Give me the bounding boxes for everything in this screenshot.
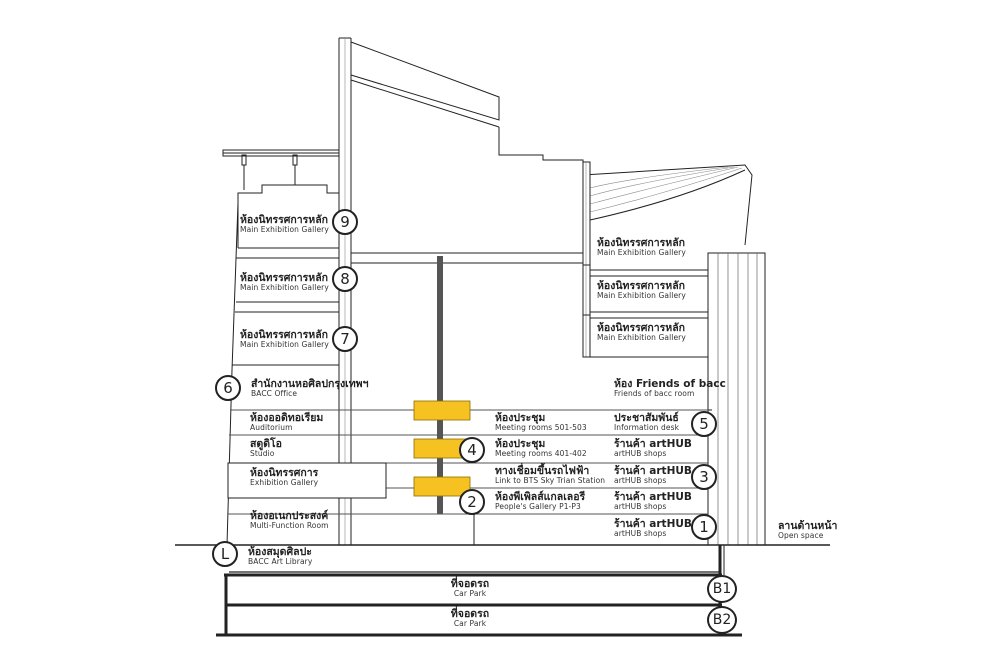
shops-4-en: artHUB shops bbox=[614, 449, 667, 459]
floor-6-en: BACC Office bbox=[251, 389, 298, 399]
multi-function-label: ห้องอเนกประสงค์ Multi-Function Room bbox=[250, 510, 329, 531]
meeting-401-th: ห้องประชุม bbox=[495, 438, 546, 450]
shops-3-th: ร้านค้า artHUB bbox=[614, 465, 692, 477]
shops-3-label: ร้านค้า artHUB artHUB shops bbox=[614, 465, 692, 486]
floor-8-en: Main Exhibition Gallery bbox=[240, 283, 329, 293]
meeting-501-en: Meeting rooms 501-503 bbox=[495, 423, 587, 433]
library-th: ห้องสมุดศิลปะ bbox=[248, 546, 312, 558]
right-gallery-9-en: Main Exhibition Gallery bbox=[597, 248, 686, 258]
ground-and-basement bbox=[175, 544, 830, 637]
friends-room-label: ห้อง Friends of bacc Friends of bacc roo… bbox=[614, 378, 726, 399]
meeting-501-th: ห้องประชุม bbox=[495, 412, 546, 424]
shops-2-label: ร้านค้า artHUB artHUB shops bbox=[614, 491, 692, 512]
floor-7-th: ห้องนิทรรศการหลัก bbox=[240, 329, 329, 341]
bridge-yellow-3 bbox=[413, 476, 471, 497]
shops-3-en: artHUB shops bbox=[614, 476, 667, 486]
shops-2-th: ร้านค้า artHUB bbox=[614, 491, 692, 503]
right-gallery-8-en: Main Exhibition Gallery bbox=[597, 291, 686, 301]
escalator-core bbox=[437, 256, 443, 514]
multi-function-en: Multi-Function Room bbox=[250, 521, 329, 531]
upper-volume bbox=[351, 127, 584, 264]
studio-en: Studio bbox=[250, 449, 275, 459]
floor-badge-4: 4 bbox=[459, 437, 485, 463]
right-gallery-9-label: ห้องนิทรรศการหลัก Main Exhibition Galler… bbox=[597, 237, 686, 258]
floor-badge-l: L bbox=[212, 541, 238, 567]
carpark-b1-en: Car Park bbox=[453, 589, 487, 599]
carpark-b2-en: Car Park bbox=[453, 619, 487, 629]
floor-badge-9: 9 bbox=[332, 209, 358, 235]
right-gallery-8-th: ห้องนิทรรศการหลัก bbox=[597, 280, 686, 292]
info-desk-th: ประชาสัมพันธ์ bbox=[614, 412, 679, 424]
floor-8-gallery-label: ห้องนิทรรศการหลัก Main Exhibition Galler… bbox=[240, 272, 329, 293]
carpark-b2-th: ที่จอดรถ bbox=[450, 608, 490, 620]
right-gallery-7-label: ห้องนิทรรศการหลัก Main Exhibition Galler… bbox=[597, 322, 686, 343]
bridge-yellow-1 bbox=[413, 400, 471, 421]
bts-link-en: Link to BTS Sky Trian Station bbox=[495, 476, 606, 486]
library-en: BACC Art Library bbox=[248, 557, 313, 567]
floor-badge-b2: B2 bbox=[707, 606, 737, 634]
shops-1-label: ร้านค้า artHUB artHUB shops bbox=[614, 518, 692, 539]
open-space-en: Open space bbox=[778, 531, 824, 541]
shops-4-label: ร้านค้า artHUB artHUB shops bbox=[614, 438, 692, 459]
library-label: ห้องสมุดศิลปะ BACC Art Library bbox=[248, 546, 312, 567]
floor-7-en: Main Exhibition Gallery bbox=[240, 340, 329, 350]
studio-label: สตูดิโอ Studio bbox=[250, 438, 282, 459]
exhibition-th: ห้องนิทรรศการ bbox=[250, 467, 319, 479]
friends-room-th: ห้อง Friends of bacc bbox=[614, 378, 726, 390]
open-space-th: ลานด้านหน้า bbox=[778, 520, 838, 532]
floor-badge-6: 6 bbox=[215, 375, 241, 401]
auditorium-label: ห้องออดิทอเรียม Auditorium bbox=[250, 412, 323, 433]
shops-1-th: ร้านค้า artHUB bbox=[614, 518, 692, 530]
meeting-501-label: ห้องประชุม Meeting rooms 501-503 bbox=[495, 412, 587, 433]
floor-badge-b1: B1 bbox=[707, 575, 737, 603]
floor-badge-1: 1 bbox=[691, 514, 717, 540]
peoples-gallery-th: ห้องพีเพิลส์แกลเลอรี bbox=[495, 491, 586, 503]
floor-badge-5: 5 bbox=[691, 411, 717, 437]
carpark-b1-th: ที่จอดรถ bbox=[450, 578, 490, 590]
floor-6-th: สำนักงานหอศิลปกรุงเทพฯ bbox=[251, 378, 369, 390]
shops-2-en: artHUB shops bbox=[614, 502, 667, 512]
friends-room-en: Friends of bacc room bbox=[614, 389, 695, 399]
meeting-401-en: Meeting rooms 401-402 bbox=[495, 449, 587, 459]
studio-th: สตูดิโอ bbox=[250, 438, 282, 450]
auditorium-th: ห้องออดิทอเรียม bbox=[250, 412, 324, 424]
floor-badge-8: 8 bbox=[332, 266, 358, 292]
floor-9-th: ห้องนิทรรศการหลัก bbox=[240, 214, 329, 226]
right-facade bbox=[707, 252, 766, 546]
bts-link-label: ทางเชื่อมขึ้นรถไฟฟ้า Link to BTS Sky Tri… bbox=[495, 465, 605, 486]
shops-4-th: ร้านค้า artHUB bbox=[614, 438, 692, 450]
info-desk-label: ประชาสัมพันธ์ Information desk bbox=[614, 412, 679, 433]
auditorium-en: Auditorium bbox=[250, 423, 293, 433]
right-curved-roof bbox=[582, 161, 753, 358]
floor-8-th: ห้องนิทรรศการหลัก bbox=[240, 272, 329, 284]
open-space-label: ลานด้านหน้า Open space bbox=[778, 520, 837, 541]
peoples-gallery-en: People's Gallery P1-P3 bbox=[495, 502, 581, 512]
peoples-gallery-label: ห้องพีเพิลส์แกลเลอรี People's Gallery P1… bbox=[495, 491, 585, 512]
right-gallery-9-th: ห้องนิทรรศการหลัก bbox=[597, 237, 686, 249]
right-gallery-8-label: ห้องนิทรรศการหลัก Main Exhibition Galler… bbox=[597, 280, 686, 301]
carpark-b1-label: ที่จอดรถ Car Park bbox=[450, 578, 490, 599]
exhibition-en: Exhibition Gallery bbox=[250, 478, 319, 488]
carpark-b2-label: ที่จอดรถ Car Park bbox=[450, 608, 490, 629]
floor-badge-7: 7 bbox=[332, 326, 358, 352]
bts-link-th: ทางเชื่อมขึ้นรถไฟฟ้า bbox=[495, 465, 590, 477]
shops-1-en: artHUB shops bbox=[614, 529, 667, 539]
floor-badge-2: 2 bbox=[459, 489, 485, 515]
meeting-401-label: ห้องประชุม Meeting rooms 401-402 bbox=[495, 438, 587, 459]
right-gallery-7-en: Main Exhibition Gallery bbox=[597, 333, 686, 343]
floor-9-en: Main Exhibition Gallery bbox=[240, 225, 329, 235]
roof-structure bbox=[222, 37, 500, 545]
floor-9-gallery-label: ห้องนิทรรศการหลัก Main Exhibition Galler… bbox=[240, 214, 329, 235]
right-gallery-7-th: ห้องนิทรรศการหลัก bbox=[597, 322, 686, 334]
info-desk-en: Information desk bbox=[614, 423, 680, 433]
floor-badge-3: 3 bbox=[691, 464, 717, 490]
multi-function-th: ห้องอเนกประสงค์ bbox=[250, 510, 329, 522]
floor-6-office-label: สำนักงานหอศิลปกรุงเทพฯ BACC Office bbox=[251, 378, 368, 399]
exhibition-label: ห้องนิทรรศการ Exhibition Gallery bbox=[250, 467, 318, 488]
floor-7-gallery-label: ห้องนิทรรศการหลัก Main Exhibition Galler… bbox=[240, 329, 329, 350]
